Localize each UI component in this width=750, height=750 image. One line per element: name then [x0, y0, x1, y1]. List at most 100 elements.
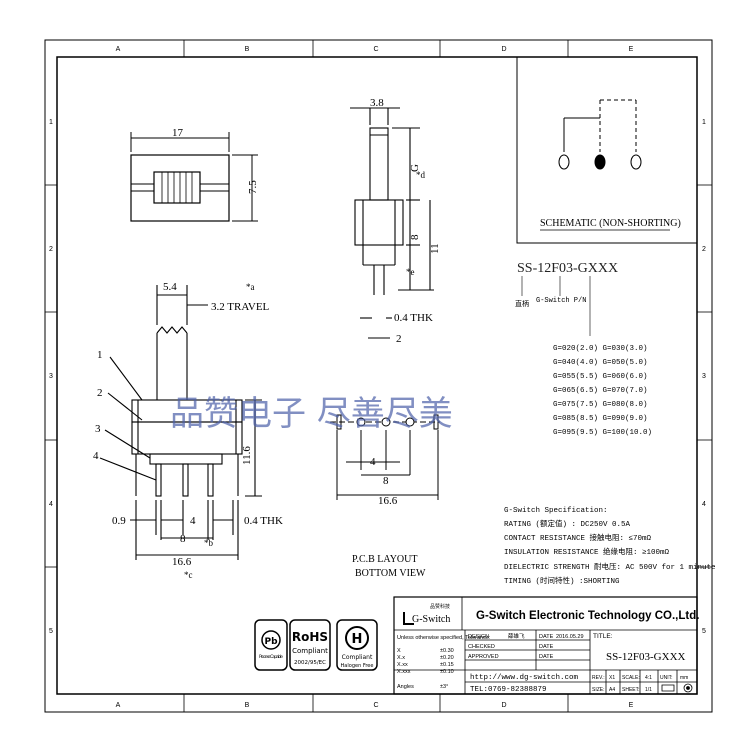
- tolerance-key: X.x: [397, 655, 405, 661]
- front-thk-dim: 0.4 THK: [244, 515, 283, 527]
- front-dim-4: 4: [190, 515, 196, 527]
- spec-line: CONTACT RESISTANCE 接触电阻: ≤70mΩ: [504, 532, 652, 543]
- design-label: DESIGN: [468, 634, 489, 640]
- callout-1: 1: [97, 349, 103, 361]
- side-h11-dim: 11: [429, 243, 441, 254]
- checked-date-label: DATE: [539, 644, 554, 650]
- top-width-dim: 17: [172, 127, 184, 139]
- pcb-layout: [330, 414, 440, 500]
- row-label: 1: [702, 119, 706, 126]
- pcb-subtitle: BOTTOM VIEW: [355, 568, 426, 579]
- company-name: G-Switch Electronic Technology CO.,Ltd.: [476, 610, 699, 622]
- certification-logos: Pb Process Capable RoHS Compliant 2002/9…: [254, 619, 378, 671]
- telephone: TEL:0769-82388879: [470, 686, 547, 694]
- row-label: 3: [702, 373, 706, 380]
- process-capable-label: Process Capable: [259, 654, 283, 660]
- hf-halogen-free: Halogen Free: [341, 663, 374, 669]
- front-note-a: *a: [246, 282, 255, 292]
- side-width-dim: 3.8: [370, 97, 384, 109]
- inner-frame: [56, 56, 698, 695]
- company-logo: 品赞科技 G-Switch: [403, 603, 450, 625]
- row-label: 4: [702, 501, 706, 508]
- halogen-free-logo: [336, 619, 378, 671]
- tolerance-key: X.xxx: [397, 669, 411, 675]
- designer-name: 薛雄飞: [508, 632, 525, 640]
- side-pin-dim: 2: [396, 333, 402, 345]
- g-option: G=075(7.5) G=080(8.0): [553, 401, 648, 409]
- process-capable-logo: [254, 619, 288, 671]
- tolerance-key: Angles: [397, 684, 414, 690]
- part-number-code: SS-12F03-GXXX: [517, 261, 618, 276]
- schematic-title: SCHEMATIC (NON-SHORTING): [540, 218, 681, 229]
- logo-cn: 品赞科技: [430, 603, 450, 610]
- sheet-info: REV.: X1 SCALE: 4:1 UNIT: mm SIZE: A4 SH…: [592, 675, 688, 693]
- rev-value: X1: [609, 675, 615, 681]
- rev-label: REV.:: [592, 675, 605, 681]
- sheet-label: SHEET:: [622, 687, 640, 693]
- callout-4: 4: [93, 450, 99, 462]
- tolerance-key: X: [397, 648, 401, 654]
- row-label: 3: [49, 373, 53, 380]
- schematic-terminal-common: [594, 154, 606, 170]
- g-option: G=095(9.5) G=100(10.0): [553, 429, 652, 437]
- drawing-title: SS-12F03-GXXX: [606, 651, 686, 663]
- top-height-dim: 7.5: [247, 180, 259, 194]
- scale-value: 4:1: [645, 675, 652, 681]
- approval-fields: DESIGN 薛雄飞 DATE 2016.05.29 CHECKED DATE …: [468, 632, 613, 660]
- switch-logo-icon: [403, 612, 414, 625]
- col-label: C: [373, 702, 378, 709]
- side-g-dim: G: [409, 164, 421, 172]
- design-date-label: DATE: [539, 634, 554, 640]
- g-options-list: G=020(2.0) G=030(3.0) G=040(4.0) G=050(5…: [553, 345, 652, 437]
- row-label: 1: [49, 119, 53, 126]
- design-date: 2016.05.29: [556, 634, 584, 640]
- col-label: E: [629, 46, 634, 53]
- part-number-label-cn: 直柄: [515, 299, 529, 308]
- rohs-title: RoHS: [292, 630, 328, 644]
- website-url: http://www.dg-switch.com: [470, 674, 579, 682]
- tolerance-value: ±0.30: [440, 648, 454, 654]
- grid-ticks: [45, 40, 712, 712]
- approved-label: APPROVED: [468, 654, 499, 660]
- pcb-dim-8: 8: [383, 475, 389, 487]
- pcb-dim-4: 4: [370, 456, 376, 468]
- front-dim-16-6: 16.6: [172, 556, 192, 568]
- rohs-compliant: Compliant: [292, 647, 328, 655]
- front-travel: 3.2 TRAVEL: [211, 301, 270, 313]
- spec-title: G-Switch Specification:: [504, 507, 608, 515]
- unit-label: UNIT:: [660, 675, 673, 681]
- schematic-panel: SCHEMATIC (NON-SHORTING): [516, 56, 698, 244]
- row-label: 2: [702, 246, 706, 253]
- pb-symbol: Pb: [264, 637, 278, 647]
- part-number-label-en: G-Switch P/N: [536, 297, 586, 305]
- col-label: C: [373, 46, 378, 53]
- tolerance-title: Unless otherwise specified, Tolerance:: [397, 635, 491, 641]
- schematic-terminal: [558, 154, 570, 170]
- h-symbol: H: [352, 632, 363, 647]
- row-label: 4: [49, 501, 53, 508]
- spec-line: INSULATION RESISTANCE 绝缘电阻: ≥100mΩ: [504, 546, 670, 557]
- title-block: [393, 596, 698, 695]
- rohs-directive: 2002/95/EC: [294, 660, 326, 666]
- col-label: D: [501, 46, 506, 53]
- outer-frame: [44, 39, 713, 713]
- checked-label: CHECKED: [468, 644, 495, 650]
- sheet-value: 1/1: [645, 687, 652, 693]
- front-view: [99, 285, 262, 560]
- front-dim-0-9: 0.9: [112, 515, 126, 527]
- col-label: A: [116, 46, 121, 53]
- front-height-dim: 11.6: [241, 446, 253, 465]
- side-view: [350, 107, 434, 339]
- part-number: SS-12F03-GXXX 直柄 G-Switch P/N: [515, 261, 618, 336]
- side-h8-dim: 8: [409, 234, 421, 240]
- size-label: SIZE:: [592, 687, 605, 693]
- tolerance-value: ±0.15: [440, 662, 454, 668]
- spec-line: RATING (额定值) : DC250V 0.5A: [504, 518, 631, 529]
- col-label: B: [245, 702, 250, 709]
- unit-value: mm: [680, 675, 688, 681]
- scale-label: SCALE:: [622, 675, 640, 681]
- row-label: 5: [702, 628, 706, 635]
- specification: G-Switch Specification: RATING (额定值) : D…: [504, 507, 716, 586]
- schematic-terminal: [630, 154, 642, 170]
